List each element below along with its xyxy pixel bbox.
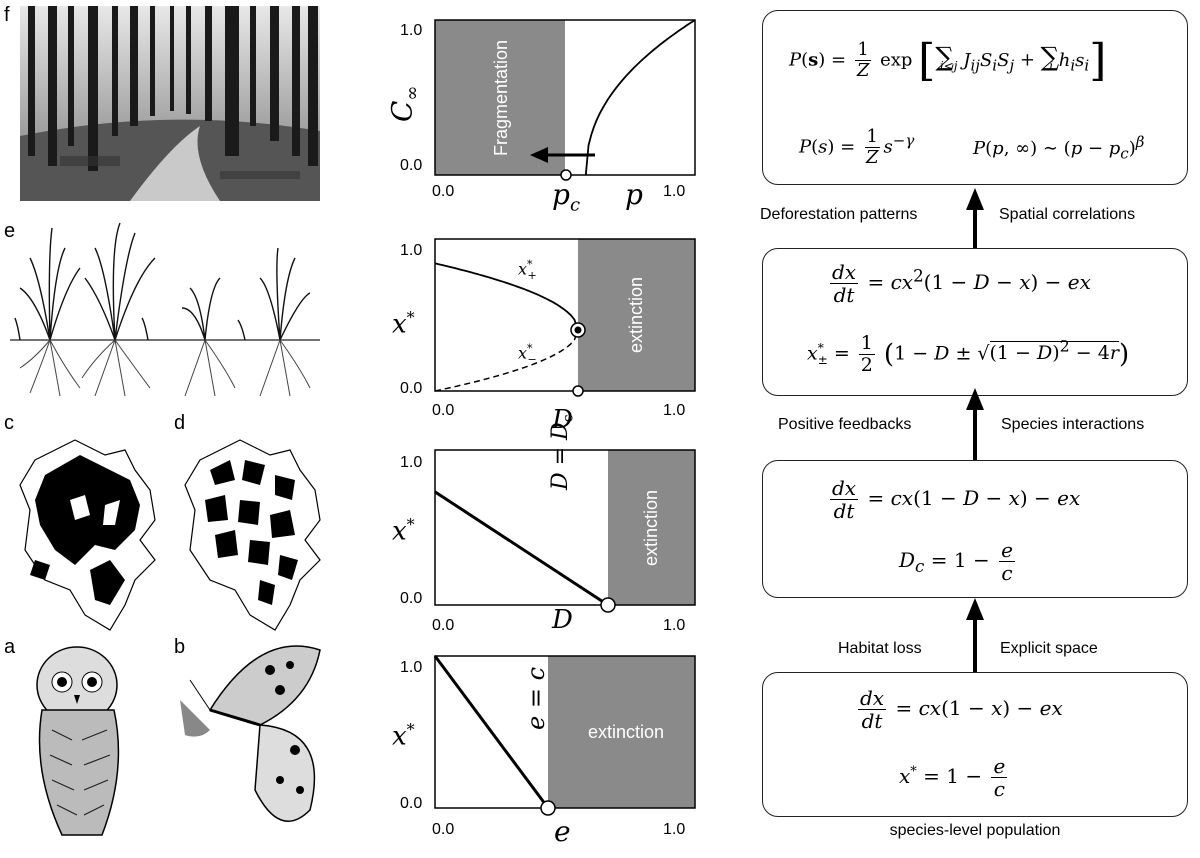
chart-cd-y-label: x* (392, 515, 415, 547)
chart-ab: extinction 1.0 0.0 0.0 1.0 (400, 655, 696, 838)
panel-letter-f: f (4, 4, 10, 26)
arrow-up-icon (966, 598, 984, 620)
chart-e: extinction 1.0 0.0 0.0 1.0 (400, 238, 696, 419)
arrow3-right-label: Spatial correlations (999, 206, 1136, 223)
chart-cd-line (434, 490, 609, 607)
forest-illustration (20, 6, 320, 201)
arrow-up-icon (966, 388, 984, 410)
chart-cd-frame (434, 449, 696, 606)
chart-cd-line-label: D = Dc (548, 414, 577, 490)
panel-letter-d: d (174, 412, 186, 434)
chart-e-frame (434, 238, 696, 392)
chart-cd-ytick-top: 1.0 (400, 454, 422, 471)
chart-ab-x-label: e (554, 815, 571, 848)
chart-ab-line-label: e = c (522, 666, 550, 730)
chart-f-xtick-left: 0.0 (432, 183, 454, 200)
chart-f-y-label: C∞ (385, 85, 424, 123)
chart-f-crit-label: pc (552, 178, 581, 216)
equation-percolation: P(p, ∞) ∼ (p − pc)β (973, 133, 1145, 163)
chart-ab-line (433, 655, 550, 809)
chart-f-ytick-top: 1.0 (400, 22, 422, 39)
chart-e-xtick-left: 0.0 (432, 402, 454, 419)
chart-e-origin-point (572, 385, 584, 397)
chart-e-ytick-top: 1.0 (400, 242, 422, 259)
chart-e-lower-label: x*− (518, 342, 537, 366)
arrow1-left-label: Habitat loss (838, 640, 922, 657)
chart-cd-x-label: D (552, 605, 573, 635)
arrow2-left-label: Positive feedbacks (778, 416, 912, 433)
chart-f-xtick-right: 1.0 (663, 183, 685, 200)
chart-e-upper-label: x*+ (518, 258, 537, 282)
chart-ab-xtick-left: 0.0 (432, 821, 454, 838)
species-level-caption: species-level population (889, 822, 1061, 839)
chart-e-y-label: x* (392, 308, 415, 340)
panel-letter-a: a (4, 636, 16, 658)
chart-e-x-label: D (552, 405, 573, 435)
chart-e-region-label: extinction (626, 277, 646, 353)
habitat-map-c (19, 439, 156, 631)
chart-cd-region-label: extinction (641, 490, 661, 566)
chart-cd-shaded-region (608, 450, 695, 605)
chart-ab-critical-point (540, 800, 556, 816)
chart-ab-shaded-region (548, 656, 695, 808)
habitat-map-d (184, 439, 321, 631)
panel-letter-c: c (4, 412, 14, 434)
grass-illustration (10, 222, 320, 397)
chart-f: Fragmentation 1.0 0.0 0.0 1.0 (400, 19, 696, 200)
chart-ab-frame (434, 655, 696, 809)
chart-cd-xtick-left: 0.0 (432, 617, 454, 634)
arrow2-right-label: Species interactions (1001, 416, 1145, 433)
chart-f-region-label: Fragmentation (491, 40, 511, 156)
arrow3-left-label: Deforestation patterns (760, 206, 918, 223)
chart-cd-xtick-right: 1.0 (663, 617, 685, 634)
chart-e-ytick-bottom: 0.0 (400, 380, 422, 397)
chart-e-xtick-right: 1.0 (663, 402, 685, 419)
chart-ab-region-label: extinction (588, 722, 664, 742)
chart-cd-critical-point (600, 597, 616, 613)
chart-f-critical-point (560, 169, 572, 181)
chart-cd: extinction 1.0 0.0 0.0 1.0 (400, 449, 696, 634)
chart-ab-ytick-bottom: 0.0 (400, 795, 422, 812)
arrows (966, 188, 984, 672)
chart-f-x-label: p (625, 178, 643, 211)
chart-ab-xtick-right: 1.0 (663, 821, 685, 838)
chart-f-ytick-bottom: 0.0 (400, 157, 422, 174)
chart-ab-ytick-top: 1.0 (400, 659, 422, 676)
chart-f-curve (584, 19, 696, 176)
panel-letter-b: b (174, 636, 186, 658)
arrow-up-icon (966, 188, 984, 210)
butterfly-illustration (180, 645, 321, 822)
chart-e-lower-curve (434, 329, 579, 392)
owl-illustration (36, 646, 120, 836)
chart-e-upper-curve (434, 262, 579, 331)
arrow1-right-label: Explicit space (1000, 640, 1098, 657)
chart-e-shaded-region (578, 239, 695, 391)
panel-letter-e: e (4, 220, 16, 242)
chart-ab-y-label: x* (392, 720, 415, 752)
chart-cd-ytick-bottom: 0.0 (400, 590, 422, 607)
